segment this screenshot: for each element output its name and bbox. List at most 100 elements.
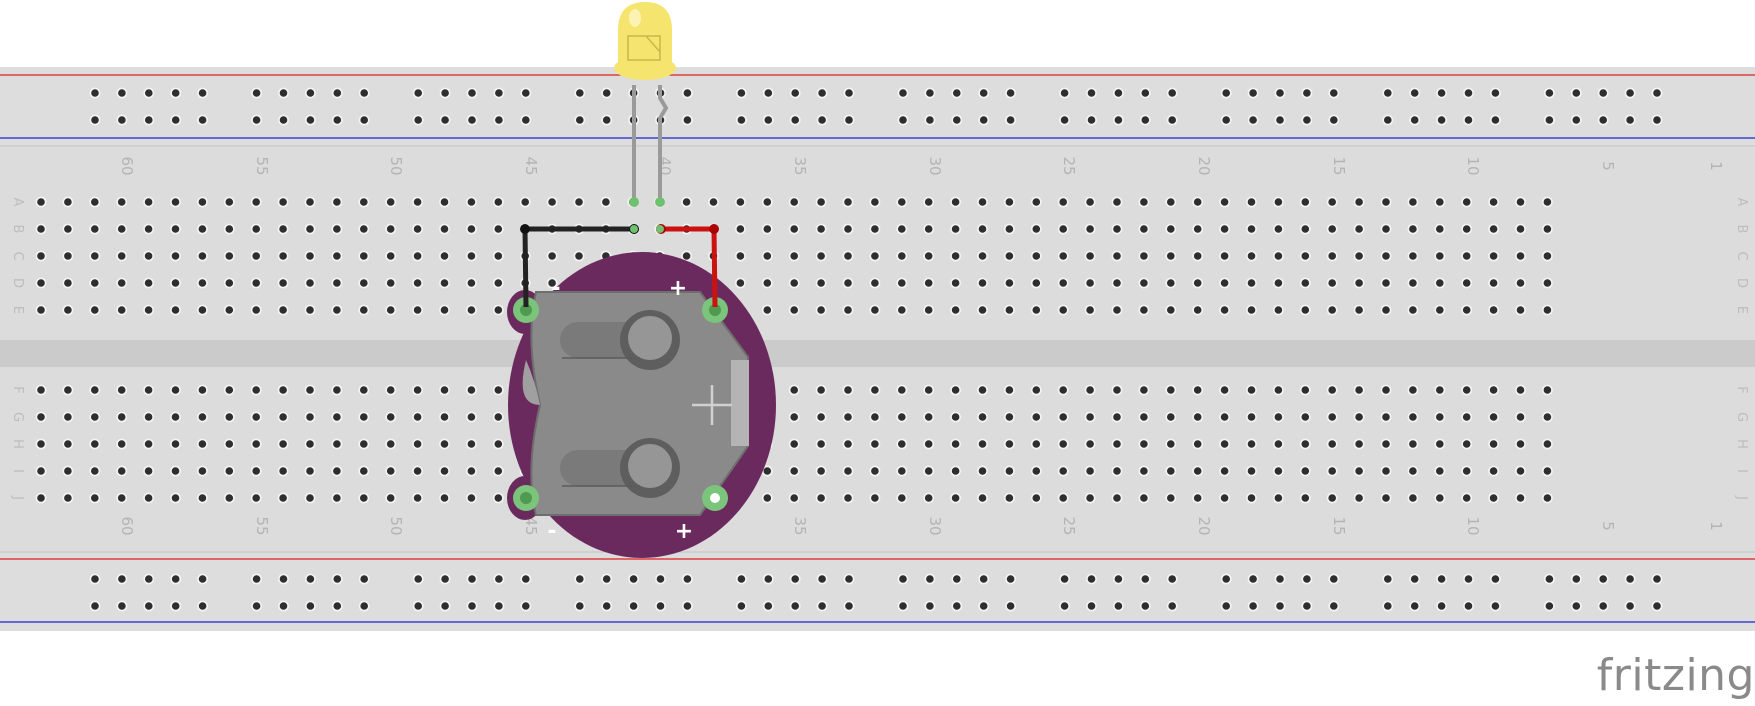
breadboard-hole[interactable] bbox=[923, 465, 935, 477]
breadboard-hole[interactable] bbox=[250, 304, 262, 316]
power-rail-hole[interactable] bbox=[762, 87, 774, 99]
breadboard-hole[interactable] bbox=[1111, 196, 1123, 208]
breadboard-hole[interactable] bbox=[1515, 465, 1526, 477]
power-rail-hole[interactable] bbox=[1544, 87, 1555, 99]
power-rail-hole[interactable] bbox=[843, 573, 855, 585]
breadboard-hole[interactable] bbox=[223, 196, 235, 208]
power-rail-hole[interactable] bbox=[251, 573, 262, 585]
breadboard-hole[interactable] bbox=[1030, 277, 1042, 289]
breadboard-hole[interactable] bbox=[1004, 277, 1015, 289]
breadboard-hole[interactable] bbox=[788, 304, 800, 316]
breadboard-hole[interactable] bbox=[1138, 438, 1150, 450]
power-rail-hole[interactable] bbox=[331, 573, 343, 585]
breadboard-hole[interactable] bbox=[869, 223, 881, 235]
breadboard-hole[interactable] bbox=[331, 196, 343, 208]
breadboard-hole[interactable] bbox=[1138, 277, 1150, 289]
breadboard-hole[interactable] bbox=[896, 277, 908, 289]
breadboard-hole[interactable] bbox=[465, 492, 477, 504]
breadboard-hole[interactable] bbox=[1461, 196, 1473, 208]
power-rail-hole[interactable] bbox=[1166, 87, 1178, 99]
breadboard-hole[interactable] bbox=[143, 492, 154, 504]
breadboard-hole[interactable] bbox=[223, 438, 235, 450]
power-rail-hole[interactable] bbox=[331, 114, 343, 126]
power-rail-hole[interactable] bbox=[897, 573, 909, 585]
power-rail-hole[interactable] bbox=[278, 573, 289, 585]
breadboard-hole[interactable] bbox=[1542, 277, 1553, 289]
breadboard-hole[interactable] bbox=[950, 492, 961, 504]
breadboard-hole[interactable] bbox=[761, 250, 773, 262]
breadboard-hole[interactable] bbox=[1111, 438, 1123, 450]
breadboard-hole[interactable] bbox=[1084, 277, 1096, 289]
power-rail-hole[interactable] bbox=[1436, 114, 1447, 126]
breadboard-hole[interactable] bbox=[492, 250, 504, 262]
breadboard-hole[interactable] bbox=[950, 465, 961, 477]
breadboard-hole[interactable] bbox=[923, 250, 935, 262]
breadboard-hole[interactable] bbox=[1057, 196, 1069, 208]
breadboard-hole[interactable] bbox=[788, 411, 800, 423]
breadboard-hole[interactable] bbox=[1515, 196, 1526, 208]
breadboard-hole[interactable] bbox=[358, 196, 370, 208]
breadboard-hole[interactable] bbox=[842, 250, 854, 262]
power-rail-hole[interactable] bbox=[1463, 600, 1474, 612]
power-rail-hole[interactable] bbox=[762, 573, 774, 585]
breadboard-hole[interactable] bbox=[1165, 250, 1177, 262]
power-rail-hole[interactable] bbox=[89, 114, 101, 126]
power-rail-hole[interactable] bbox=[197, 114, 208, 126]
power-rail-hole[interactable] bbox=[493, 600, 505, 612]
power-rail-hole[interactable] bbox=[143, 573, 155, 585]
power-rail-hole[interactable] bbox=[574, 573, 586, 585]
breadboard-hole[interactable] bbox=[1299, 438, 1311, 450]
breadboard-hole[interactable] bbox=[1273, 492, 1284, 504]
power-rail-hole[interactable] bbox=[1220, 600, 1232, 612]
breadboard-hole[interactable] bbox=[1138, 384, 1150, 396]
power-rail-hole[interactable] bbox=[789, 600, 801, 612]
breadboard-hole[interactable] bbox=[1299, 304, 1311, 316]
breadboard-hole[interactable] bbox=[842, 384, 854, 396]
breadboard-hole[interactable] bbox=[62, 196, 74, 208]
breadboard-hole[interactable] bbox=[35, 304, 47, 316]
breadboard-hole[interactable] bbox=[842, 304, 854, 316]
breadboard-hole[interactable] bbox=[1246, 411, 1257, 423]
breadboard-hole[interactable] bbox=[439, 196, 450, 208]
power-rail-hole[interactable] bbox=[1328, 573, 1340, 585]
breadboard-hole[interactable] bbox=[896, 384, 908, 396]
breadboard-hole[interactable] bbox=[143, 384, 154, 396]
breadboard-hole[interactable] bbox=[1542, 438, 1553, 450]
power-rail-hole[interactable] bbox=[1624, 114, 1636, 126]
power-rail-hole[interactable] bbox=[1301, 600, 1313, 612]
breadboard-hole[interactable] bbox=[1461, 223, 1473, 235]
breadboard-hole[interactable] bbox=[277, 277, 289, 289]
breadboard-hole[interactable] bbox=[1299, 277, 1311, 289]
breadboard-hole[interactable] bbox=[735, 277, 746, 289]
breadboard-hole[interactable] bbox=[977, 465, 988, 477]
breadboard-hole[interactable] bbox=[1488, 250, 1499, 262]
breadboard-hole[interactable] bbox=[1084, 384, 1096, 396]
breadboard-hole[interactable] bbox=[1004, 384, 1015, 396]
breadboard-hole[interactable] bbox=[1434, 304, 1446, 316]
power-rail-hole[interactable] bbox=[1301, 87, 1313, 99]
breadboard-hole[interactable] bbox=[116, 277, 128, 289]
breadboard-hole[interactable] bbox=[304, 304, 316, 316]
power-rail-hole[interactable] bbox=[170, 114, 182, 126]
breadboard-hole[interactable] bbox=[62, 304, 74, 316]
breadboard-hole[interactable] bbox=[196, 492, 208, 504]
breadboard-hole[interactable] bbox=[196, 465, 208, 477]
breadboard-hole[interactable] bbox=[170, 465, 181, 477]
breadboard-hole[interactable] bbox=[196, 277, 208, 289]
breadboard-hole[interactable] bbox=[304, 438, 316, 450]
breadboard-hole[interactable] bbox=[1326, 492, 1338, 504]
power-rail-hole[interactable] bbox=[412, 600, 424, 612]
power-rail-hole[interactable] bbox=[1139, 114, 1151, 126]
breadboard-hole[interactable] bbox=[1030, 438, 1042, 450]
breadboard-hole[interactable] bbox=[304, 250, 316, 262]
power-rail-hole[interactable] bbox=[736, 573, 747, 585]
breadboard-hole[interactable] bbox=[116, 411, 128, 423]
power-rail-hole[interactable] bbox=[1086, 600, 1097, 612]
power-rail-hole[interactable] bbox=[143, 114, 155, 126]
breadboard-hole[interactable] bbox=[1326, 223, 1338, 235]
power-rail-hole[interactable] bbox=[816, 600, 828, 612]
breadboard-hole[interactable] bbox=[1111, 492, 1123, 504]
breadboard-hole[interactable] bbox=[277, 465, 289, 477]
breadboard-hole[interactable] bbox=[1246, 304, 1257, 316]
breadboard-hole[interactable] bbox=[1353, 304, 1365, 316]
